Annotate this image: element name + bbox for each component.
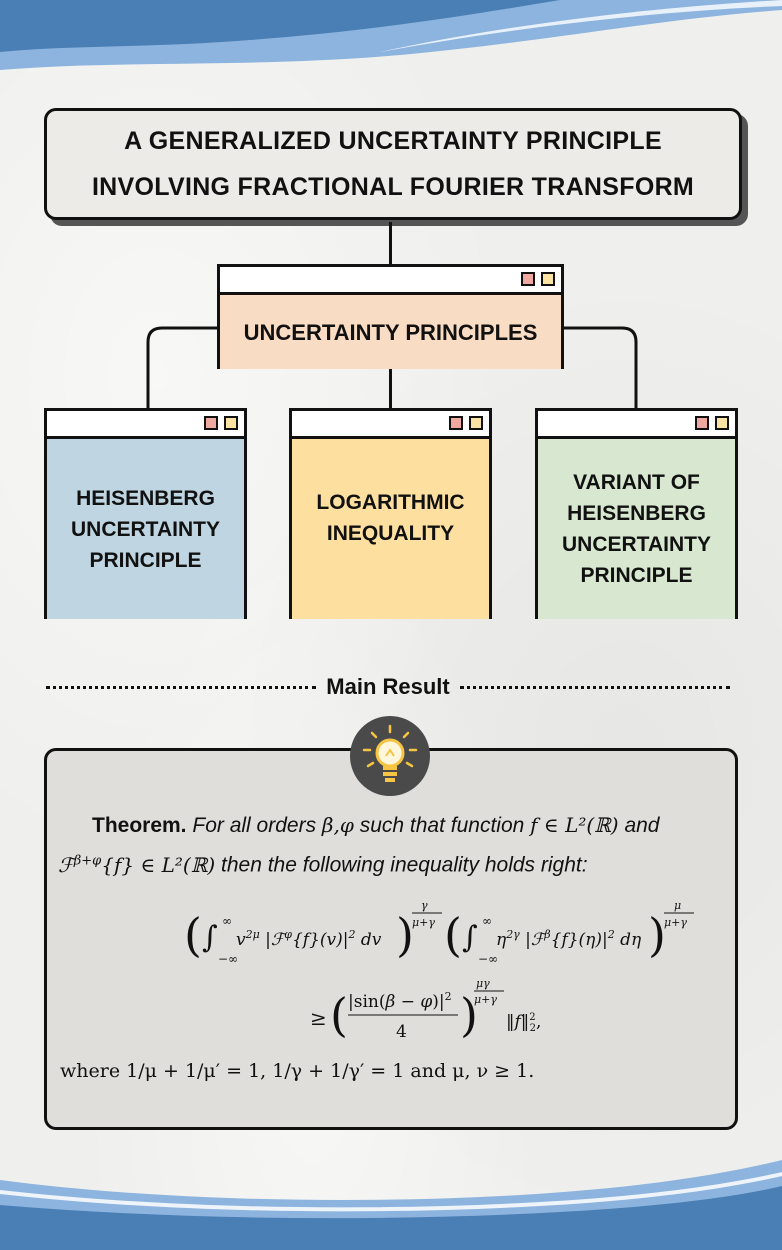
- child-node-line: PRINCIPLE: [580, 564, 693, 587]
- svg-text:−∞: −∞: [478, 952, 498, 966]
- svg-text:|sin(β − φ)|2: |sin(β − φ)|2: [348, 990, 452, 1012]
- lightbulb-icon: [350, 716, 430, 796]
- svg-text:η2γ |ℱβ{f}(η)|2 dη: η2γ |ℱβ{f}(η)|2 dη: [496, 928, 642, 950]
- svg-text:4: 4: [396, 1022, 407, 1042]
- main-result-divider: Main Result: [46, 672, 730, 702]
- window-title-bar: [292, 411, 489, 439]
- svg-text:‖f‖22,: ‖f‖22,: [506, 1012, 541, 1034]
- theorem-inequality: ( ∫ ∞ −∞ v2μ |ℱφ{f}(v)|2 dv ) γ μ+γ ( ∫ …: [184, 899, 694, 1042]
- child-node-line: HEISENBERG: [567, 502, 706, 525]
- svg-text:): ): [648, 908, 666, 962]
- svg-text:γ: γ: [421, 899, 428, 912]
- svg-text:): ): [460, 988, 478, 1042]
- theorem-math: ℱβ+φ{f} ∈ L²(ℝ): [58, 852, 216, 877]
- svg-text:v2μ |ℱφ{f}(v)|2 dv: v2μ |ℱφ{f}(v)|2 dv: [236, 928, 382, 950]
- bottom-wave-decoration: [0, 1160, 782, 1250]
- child-node-line: INEQUALITY: [326, 522, 455, 545]
- svg-text:∞: ∞: [222, 914, 232, 928]
- svg-text:≥: ≥: [310, 1006, 327, 1030]
- child-node-line: VARIANT OF: [573, 471, 700, 494]
- svg-text:μ+γ: μ+γ: [474, 993, 497, 1006]
- svg-text:∫: ∫: [202, 920, 218, 955]
- svg-text:μ+γ: μ+γ: [412, 916, 435, 929]
- svg-text:∞: ∞: [482, 914, 492, 928]
- connector-root-to-middle: [389, 366, 392, 410]
- poster-title-line-2: INVOLVING FRACTIONAL FOURIER TRANSFORM: [91, 173, 695, 201]
- child-node-body: HEISENBERG UNCERTAINTY PRINCIPLE: [47, 439, 244, 619]
- theorem-text: such that function: [359, 814, 525, 837]
- theorem-conditions: where 1/μ + 1/μ′ = 1, 1/γ + 1/γ′ = 1 and…: [60, 1060, 535, 1082]
- svg-text:(: (: [444, 908, 462, 962]
- child-node-body: LOGARITHMIC INEQUALITY: [292, 439, 489, 619]
- svg-text:(: (: [184, 908, 202, 962]
- window-button-icon: [715, 416, 729, 430]
- theorem-text: For all orders: [192, 814, 317, 837]
- svg-text:μγ: μγ: [476, 977, 490, 990]
- window-title-bar: [220, 267, 561, 295]
- window-title-bar: [538, 411, 735, 439]
- theorem-heading: Theorem.: [92, 814, 187, 837]
- root-node-window: UNCERTAINTY PRINCIPLES: [217, 264, 564, 369]
- top-wave-decoration: [0, 0, 782, 70]
- root-node-label: UNCERTAINTY PRINCIPLES: [243, 319, 538, 345]
- svg-text:): ): [396, 908, 414, 962]
- child-node-line: UNCERTAINTY: [71, 517, 220, 541]
- poster-title-box: A GENERALIZED UNCERTAINTY PRINCIPLE INVO…: [44, 108, 742, 220]
- theorem-statement: Theorem. For all orders β,φ such that fu…: [58, 808, 718, 883]
- dotted-rule: [46, 685, 317, 689]
- svg-text:−∞: −∞: [218, 952, 238, 966]
- poster-title-line-1: A GENERALIZED UNCERTAINTY PRINCIPLE: [124, 127, 662, 155]
- child-node-line: UNCERTAINTY: [562, 533, 711, 556]
- theorem-box: [44, 748, 738, 1130]
- child-node-line: LOGARITHMIC: [316, 491, 465, 514]
- window-button-icon: [695, 416, 709, 430]
- child-node-logarithmic: LOGARITHMIC INEQUALITY: [289, 408, 492, 619]
- child-node-line: HEISENBERG: [76, 486, 215, 510]
- window-button-icon: [449, 416, 463, 430]
- window-button-icon: [541, 272, 555, 286]
- theorem-text: and: [624, 814, 660, 837]
- section-label: Main Result: [326, 674, 450, 699]
- svg-text:(: (: [330, 988, 348, 1042]
- svg-text:μ+γ: μ+γ: [664, 916, 687, 929]
- theorem-math: f ∈ L²(ℝ): [530, 813, 619, 837]
- svg-text:∫: ∫: [462, 920, 478, 955]
- window-title-bar: [47, 411, 244, 439]
- window-button-icon: [521, 272, 535, 286]
- root-node-body: UNCERTAINTY PRINCIPLES: [220, 295, 561, 369]
- child-node-heisenberg: HEISENBERG UNCERTAINTY PRINCIPLE: [44, 408, 247, 619]
- theorem-math: β,φ: [321, 813, 354, 837]
- connector-root-to-left: [146, 326, 222, 412]
- theorem-text: then the following inequality holds righ…: [221, 853, 588, 877]
- window-button-icon: [224, 416, 238, 430]
- svg-text:μ: μ: [674, 899, 681, 912]
- window-button-icon: [204, 416, 218, 430]
- dotted-rule: [459, 685, 730, 689]
- connector-root-to-right: [562, 326, 638, 412]
- window-button-icon: [469, 416, 483, 430]
- child-node-body: VARIANT OF HEISENBERG UNCERTAINTY PRINCI…: [538, 439, 735, 619]
- connector-title-to-root: [389, 222, 392, 266]
- child-node-variant: VARIANT OF HEISENBERG UNCERTAINTY PRINCI…: [535, 408, 738, 619]
- child-node-line: PRINCIPLE: [89, 548, 202, 572]
